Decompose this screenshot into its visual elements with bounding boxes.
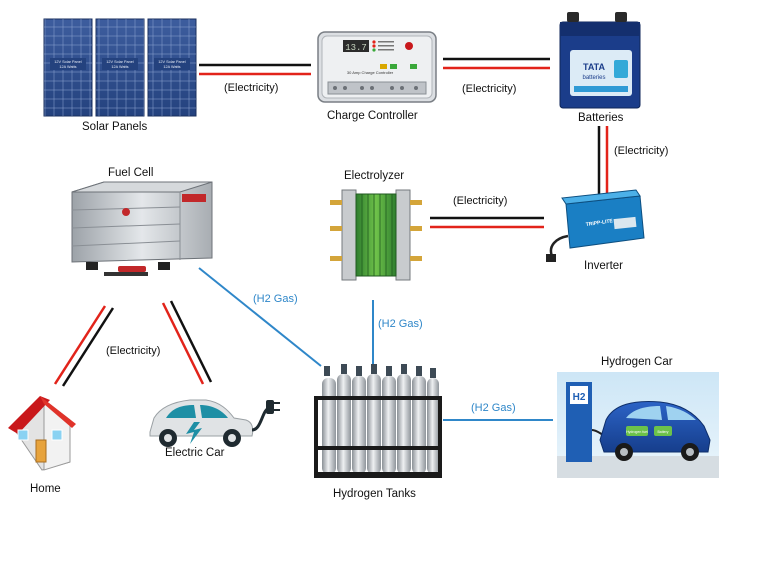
hydrogen-tanks-illustration: [314, 364, 442, 478]
charge-controller-label: Charge Controller: [327, 110, 418, 122]
solar-panel-label: 12A Watts: [59, 65, 76, 69]
flow-label-controller-batteries: (Electricity): [462, 83, 517, 95]
hydrogen-tanks-label: Hydrogen Tanks: [333, 488, 416, 500]
wire-negative: [169, 300, 213, 383]
electrolyzer-illustration: [330, 189, 422, 281]
battery-illustration: TATA batteries: [559, 12, 641, 109]
solar-panels-illustration: 12V Solar Panel 12A Watts 12V Solar Pane…: [43, 18, 197, 117]
home-label: Home: [30, 483, 61, 495]
fuel-cell-illustration: [71, 181, 213, 276]
wire-negative: [61, 307, 115, 387]
solar-panel-label: 12A Watts: [111, 65, 128, 69]
electric-car-label: Electric Car: [165, 447, 225, 459]
flow-label-batteries-inverter: (Electricity): [614, 145, 669, 157]
flow-label-fuelcell-outputs: (Electricity): [106, 345, 161, 357]
car-text: Hydrogen fuel: [626, 430, 648, 434]
batteries-label: Batteries: [578, 112, 624, 124]
solar-panels-label: Solar Panels: [82, 121, 148, 133]
controller-display: 13.7: [345, 43, 367, 53]
electrolyzer-label: Electrolyzer: [344, 170, 405, 182]
electric-car-icon: [149, 399, 280, 447]
wire-positive: [161, 302, 205, 385]
battery-brand: TATA: [583, 62, 605, 72]
controller-title: 30 Amp Charge Controller: [347, 70, 394, 75]
charge-controller-illustration: 13.7 30 Amp Charge Controller: [317, 31, 437, 103]
fuel-cell-label: Fuel Cell: [108, 167, 154, 179]
solar-panel-label: 12A Watts: [163, 65, 180, 69]
gas-line-tanks-fuelcell: [198, 267, 322, 367]
station-sign: H2: [573, 392, 586, 403]
inverter-label: Inverter: [584, 260, 623, 272]
inverter-brand: TRIPP-LITE: [585, 218, 613, 228]
inverter-illustration: TRIPP-LITE: [546, 189, 645, 262]
flow-label-tanks-hydrogen-car: (H2 Gas): [471, 402, 516, 414]
solar-panel-label: 12V Solar Panel: [106, 60, 134, 64]
home-icon: [8, 396, 76, 471]
flow-label-tanks-fuelcell: (H2 Gas): [253, 293, 298, 305]
flow-label-solar-controller: (Electricity): [224, 82, 279, 94]
wire-positive: [53, 305, 107, 385]
car-text: Battery: [657, 430, 668, 434]
hydrogen-car-illustration: H2 Hydrogen fuel Battery: [557, 372, 719, 478]
flow-label-electrolyzer-tanks: (H2 Gas): [378, 318, 423, 330]
battery-subbrand: batteries: [582, 75, 605, 81]
solar-panel-label: 12V Solar Panel: [158, 60, 186, 64]
solar-panel-label: 12V Solar Panel: [54, 60, 82, 64]
hydrogen-car-label: Hydrogen Car: [601, 356, 673, 368]
flow-label-inverter-electrolyzer: (Electricity): [453, 195, 508, 207]
